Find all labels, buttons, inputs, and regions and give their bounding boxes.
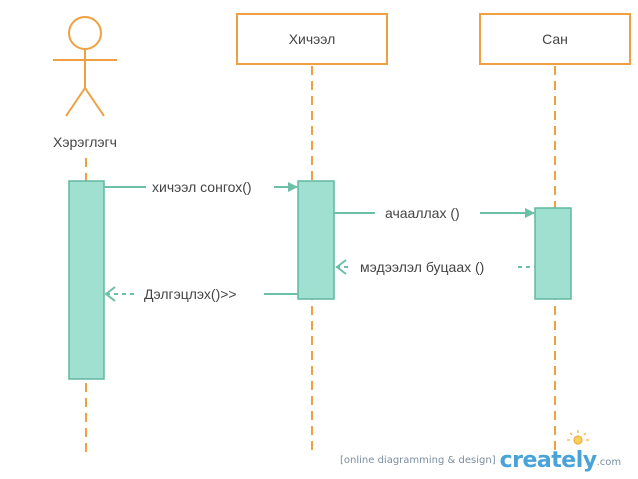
lightbulb-icon bbox=[567, 430, 589, 445]
activation-user[interactable] bbox=[68, 180, 105, 380]
message-load[interactable]: ачааллах () bbox=[334, 205, 535, 221]
message-display[interactable]: Дэлгэцлэх()>> bbox=[104, 286, 298, 302]
lifeline-header-db-label: Сан bbox=[542, 31, 568, 47]
message-select-lesson-label: хичээл сонгох() bbox=[152, 179, 252, 195]
lifeline-header-lesson-label: Хичээл bbox=[289, 31, 336, 47]
branding-tagline: [online diagramming & design] bbox=[340, 455, 496, 466]
message-load-label: ачааллах () bbox=[385, 205, 460, 221]
creately-logo: creately bbox=[499, 448, 597, 473]
lifeline-header-lesson[interactable]: Хичээл bbox=[236, 13, 388, 65]
actor-user-figure bbox=[53, 16, 117, 117]
message-return-info[interactable]: мэдээлэл буцаах () bbox=[335, 259, 535, 275]
activation-db[interactable] bbox=[534, 207, 572, 300]
activation-lesson[interactable] bbox=[297, 180, 335, 300]
lifeline-header-db[interactable]: Сан bbox=[479, 13, 631, 65]
message-display-label: Дэлгэцлэх()>> bbox=[144, 286, 237, 302]
message-return-info-label: мэдээлэл буцаах () bbox=[360, 259, 484, 275]
actor-user-label: Хэрэглэгч bbox=[53, 134, 117, 150]
branding-suffix: .com bbox=[596, 457, 622, 468]
creately-branding[interactable]: [online diagramming & design] creately .… bbox=[340, 448, 621, 472]
message-select-lesson[interactable]: хичээл сонгох() bbox=[104, 179, 298, 195]
